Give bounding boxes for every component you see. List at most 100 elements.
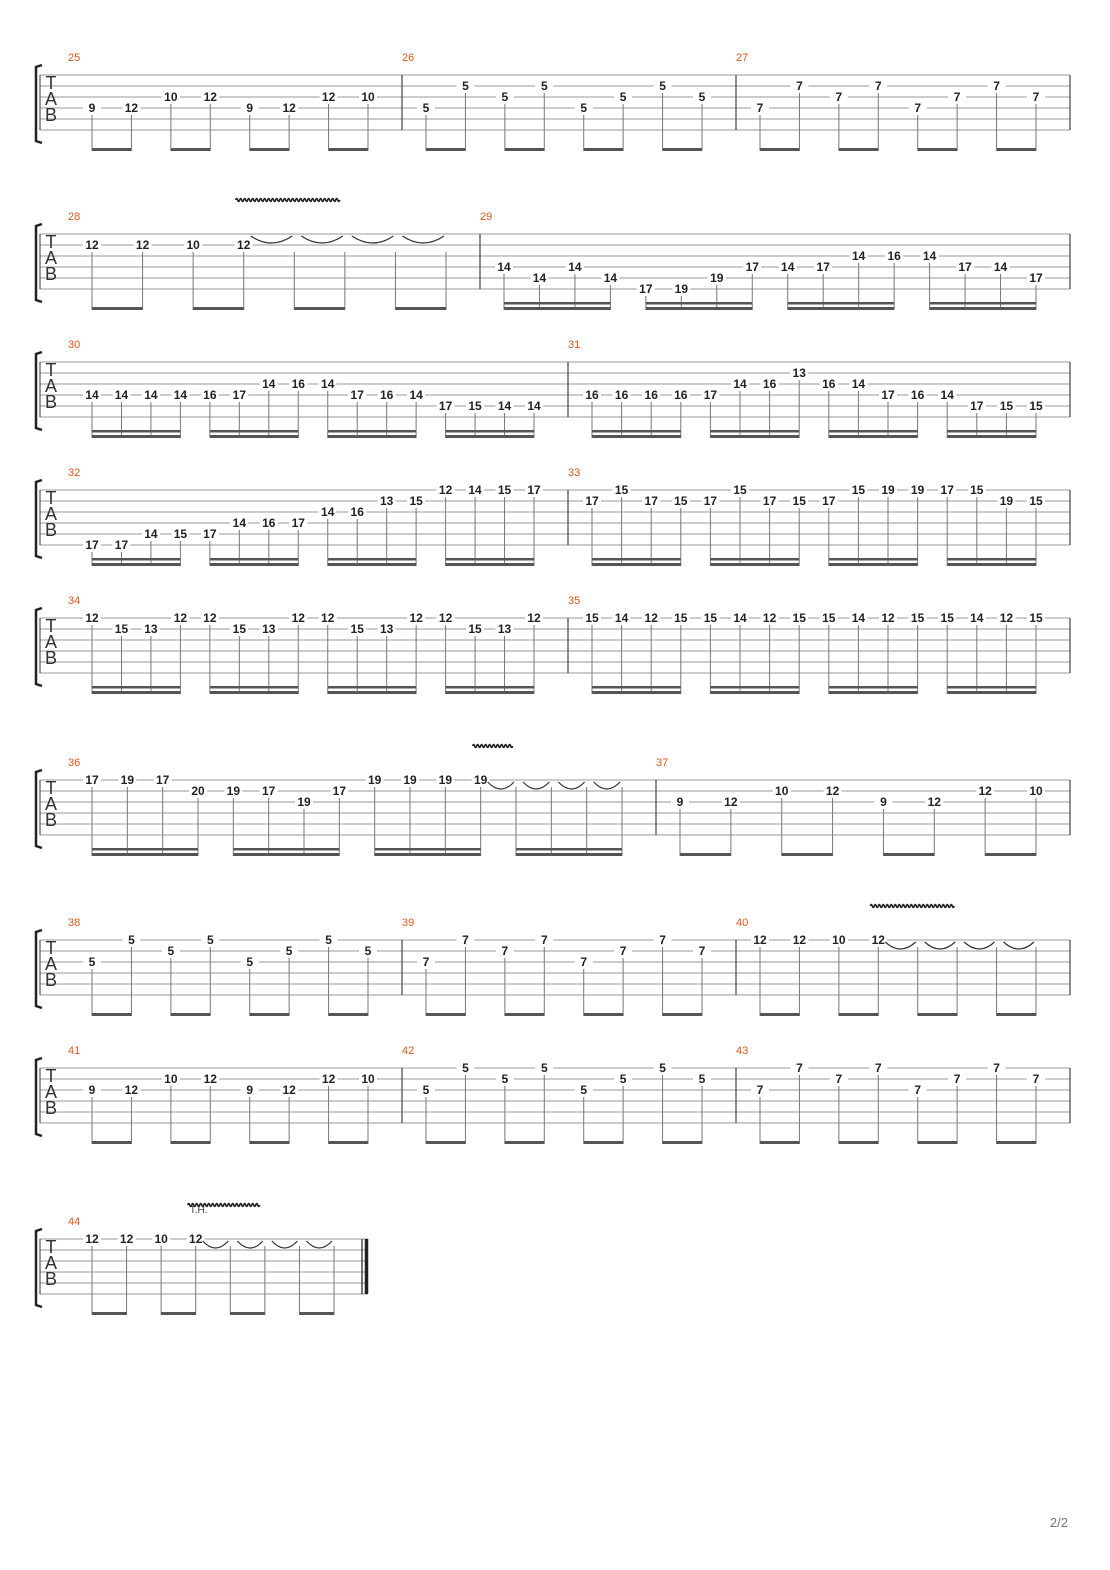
fret-number: 16 — [822, 377, 836, 391]
fret-backing — [772, 785, 791, 797]
fret-backing — [938, 484, 957, 496]
fret-backing — [908, 612, 927, 624]
fret-backing — [330, 785, 349, 797]
fret-backing — [319, 934, 338, 946]
beam — [504, 1013, 545, 1016]
beam — [787, 307, 895, 310]
fret-number: 7 — [757, 1083, 764, 1097]
beam — [838, 1141, 879, 1144]
fret-backing — [495, 1073, 514, 1085]
fret-backing — [161, 1073, 180, 1085]
fret-number: 12 — [793, 933, 807, 947]
beam — [947, 435, 1036, 438]
fret-number: 19 — [403, 773, 417, 787]
fret-number: 7 — [620, 944, 627, 958]
fret-backing — [948, 91, 967, 103]
beam — [92, 1141, 132, 1144]
fret-backing — [83, 1084, 101, 1096]
fret-number: 7 — [580, 955, 587, 969]
fret-number: 14 — [733, 377, 747, 391]
fret-backing — [671, 389, 690, 401]
fret-backing — [171, 528, 190, 540]
fret-backing — [112, 623, 131, 635]
measure-number: 42 — [402, 1045, 414, 1057]
fret-number: 5 — [365, 944, 372, 958]
fret-number: 7 — [796, 79, 803, 93]
fret-number: 5 — [128, 933, 135, 947]
fret-number: 12 — [174, 611, 188, 625]
fret-backing — [908, 389, 927, 401]
fret-number: 12 — [1000, 611, 1014, 625]
fret-backing — [122, 102, 141, 114]
beam — [92, 1013, 132, 1016]
beam-secondary — [947, 686, 1036, 689]
fret-number: 13 — [793, 366, 807, 380]
fret-number: 15 — [585, 611, 599, 625]
fret-backing — [83, 1233, 101, 1245]
fret-number: 13 — [380, 494, 394, 508]
fret-number: 9 — [89, 1083, 96, 1097]
fret-number: 7 — [914, 1083, 921, 1097]
fret-number: 10 — [164, 1072, 178, 1086]
tab-clef-letter: A — [45, 89, 57, 109]
fret-number: 17 — [85, 773, 99, 787]
fret-number: 14 — [321, 505, 335, 519]
fret-number: 7 — [462, 933, 469, 947]
fret-number: 15 — [1000, 399, 1014, 413]
beam — [996, 1013, 1036, 1016]
beam — [583, 148, 624, 151]
fret-number: 7 — [659, 933, 666, 947]
measure-number: 26 — [402, 52, 414, 64]
fret-number: 16 — [615, 388, 629, 402]
fret-backing — [1027, 91, 1045, 103]
vibrato-wave — [471, 743, 514, 749]
tab-clef-letter: B — [45, 1098, 57, 1118]
fret-backing — [976, 785, 995, 797]
fret-backing — [1027, 785, 1045, 797]
fret-backing — [565, 261, 584, 273]
fret-number: 12 — [872, 933, 886, 947]
fret-number: 12 — [204, 90, 218, 104]
fret-backing — [224, 785, 243, 797]
fret-backing — [466, 484, 485, 496]
measure-number: 35 — [568, 595, 580, 607]
fret-number: 10 — [1029, 784, 1043, 798]
fret-number: 14 — [923, 249, 937, 263]
fret-number: 12 — [881, 611, 895, 625]
fret-backing — [186, 1233, 205, 1245]
beam-secondary — [445, 558, 534, 561]
fret-backing — [122, 934, 141, 946]
fret-backing — [118, 774, 137, 786]
tie-arc — [271, 1240, 298, 1249]
fret-number: 5 — [246, 955, 253, 969]
fret-backing — [280, 1084, 299, 1096]
fret-backing — [259, 517, 278, 529]
beam — [249, 148, 290, 151]
fret-backing — [141, 623, 160, 635]
fret-number: 5 — [423, 101, 430, 115]
fret-number: 15 — [468, 622, 482, 636]
fret-number: 17 — [746, 260, 760, 274]
beam — [445, 435, 534, 438]
fret-backing — [790, 934, 809, 946]
fret-number: 15 — [911, 611, 925, 625]
fret-number: 17 — [704, 494, 718, 508]
fret-backing — [997, 495, 1016, 507]
fret-backing — [751, 934, 769, 946]
beam — [92, 853, 198, 856]
fret-number: 12 — [322, 90, 336, 104]
fret-backing — [731, 612, 749, 624]
fret-number: 12 — [85, 1232, 99, 1246]
fret-backing — [614, 91, 633, 103]
beam — [710, 435, 800, 438]
fret-number: 7 — [1033, 90, 1040, 104]
fret-backing — [671, 612, 690, 624]
fret-backing — [466, 400, 485, 412]
fret-number: 17 — [639, 282, 653, 296]
fret-number: 15 — [822, 611, 836, 625]
fret-backing — [200, 528, 219, 540]
fret-number: 15 — [1029, 611, 1043, 625]
fret-backing — [642, 495, 661, 507]
fret-backing — [259, 378, 278, 390]
